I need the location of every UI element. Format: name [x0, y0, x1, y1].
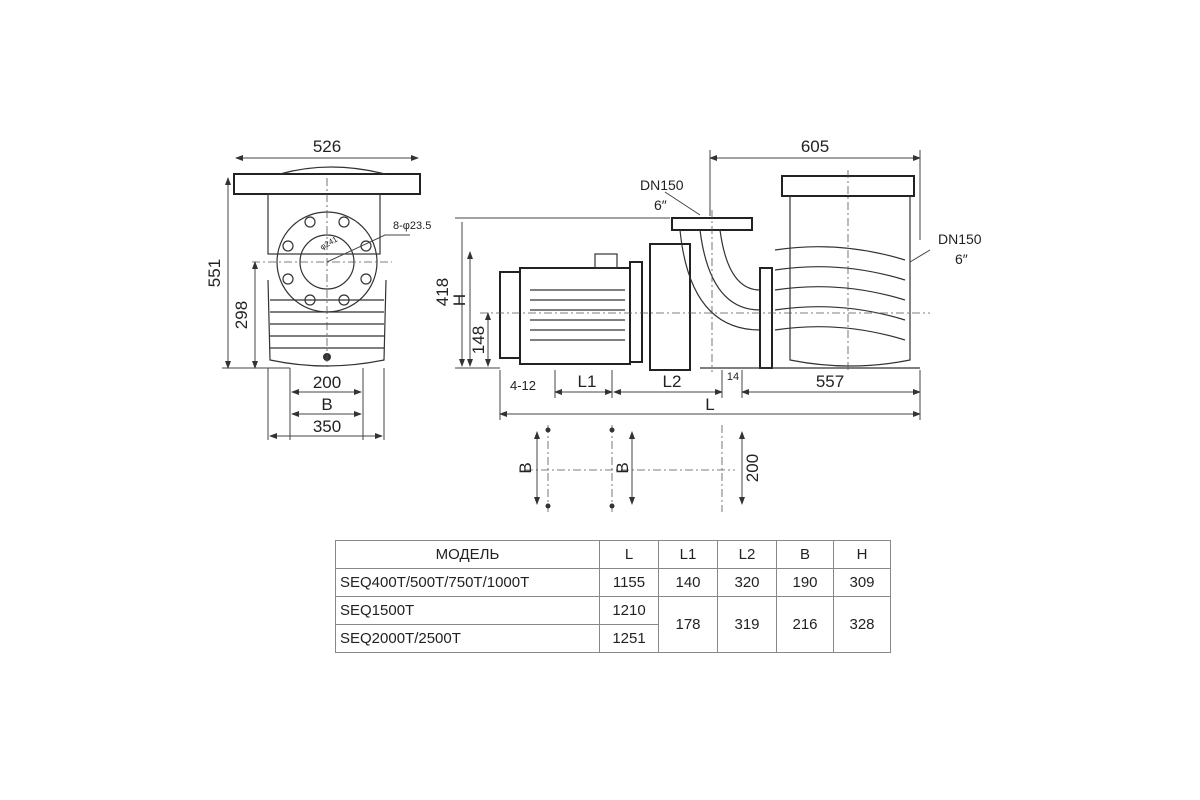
base-view — [525, 425, 745, 512]
dim-14: 14 — [727, 371, 739, 383]
inlet-inch-label: 6″ — [654, 197, 667, 213]
header-l2: L2 — [717, 540, 777, 569]
outlet-dn-label: DN150 — [938, 231, 982, 247]
cell-model: SEQ1500T — [335, 596, 600, 625]
header-l: L — [599, 540, 659, 569]
side-view — [455, 150, 931, 420]
cell-l1-merged: 178 — [658, 596, 718, 653]
header-model: МОДЕЛЬ — [335, 540, 600, 569]
base-dim-200: 200 — [743, 454, 762, 482]
table-row: SEQ1500T 1210 178 319 216 328 — [335, 596, 891, 653]
dimensions-table: МОДЕЛЬ L L1 L2 B H SEQ400T/500T/750T/100… — [335, 540, 891, 653]
dim-200: 200 — [313, 373, 341, 392]
cell-l: 1210 — [599, 596, 659, 625]
cell-l: 1155 — [599, 568, 659, 597]
cell-h-merged: 328 — [833, 596, 891, 653]
table-header-row: МОДЕЛЬ L L1 L2 B H — [335, 540, 891, 569]
cell-model: SEQ2000T/2500T — [335, 624, 600, 653]
dim-l: L — [705, 395, 714, 414]
mount-holes-label: 4-12 — [510, 378, 536, 393]
cell-l2: 320 — [717, 568, 777, 597]
dim-b: B — [321, 395, 332, 414]
cell-h: 309 — [833, 568, 891, 597]
cell-b: 190 — [776, 568, 834, 597]
dim-605: 605 — [801, 137, 829, 156]
dim-418: 418 — [433, 278, 452, 306]
dim-148: 148 — [469, 326, 488, 354]
cell-l: 1251 — [599, 624, 659, 653]
dim-350: 350 — [313, 417, 341, 436]
cell-model: SEQ400T/500T/750T/1000T — [335, 568, 600, 597]
dim-h: H — [450, 294, 469, 306]
dim-557: 557 — [816, 372, 844, 391]
outlet-inch-label: 6″ — [955, 251, 968, 267]
cell-l1: 140 — [658, 568, 718, 597]
dim-526: 526 — [313, 137, 341, 156]
header-h: H — [833, 540, 891, 569]
header-b: B — [776, 540, 834, 569]
dim-l2: L2 — [663, 372, 682, 391]
cell-b-merged: 216 — [776, 596, 834, 653]
base-dim-b1: B — [516, 462, 535, 473]
inlet-dn-label: DN150 — [640, 177, 684, 193]
cell-l2-merged: 319 — [717, 596, 777, 653]
dim-298: 298 — [232, 301, 251, 329]
header-l1: L1 — [658, 540, 718, 569]
table-row: SEQ2000T/2500T 1251 — [335, 624, 891, 653]
dim-l1: L1 — [578, 372, 597, 391]
dim-551: 551 — [205, 259, 224, 287]
bolt-holes-label: 8-φ23.5 — [393, 220, 431, 232]
base-dim-b2: B — [613, 462, 632, 473]
table-row: SEQ400T/500T/750T/1000T 1155 140 320 190… — [335, 568, 891, 597]
front-view — [222, 155, 421, 440]
